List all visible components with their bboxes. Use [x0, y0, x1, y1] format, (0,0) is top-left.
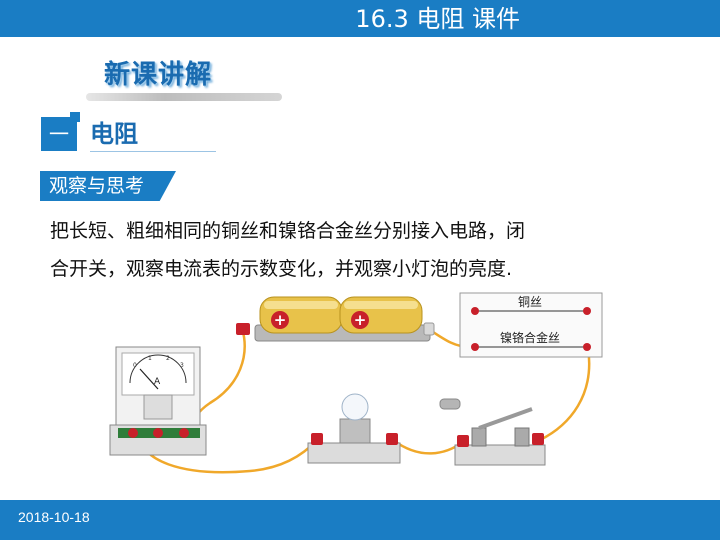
svg-text:2: 2 — [166, 355, 170, 362]
battery-terminal — [423, 322, 435, 336]
section-number-badge: 一 — [41, 117, 77, 151]
battery-plus-symbol: + — [354, 311, 367, 329]
footer-bar — [0, 500, 720, 540]
footer-date: 2018-10-18 — [18, 509, 90, 525]
body-line-1: 把长短、粗细相同的铜丝和镍铬合金丝分别接入电路，闭 — [50, 220, 526, 242]
ammeter: 0 1 2 3 A — [109, 346, 207, 456]
battery-pack: + + — [236, 296, 435, 342]
battery-terminal — [236, 323, 250, 335]
subsection-underline — [90, 151, 216, 152]
battery-plus-icon — [351, 311, 369, 329]
nichrome-wire-label: 镍铬合金丝 — [500, 330, 560, 345]
switch — [439, 398, 546, 466]
observe-think-tag: 观察与思考 — [40, 171, 176, 201]
copper-wire-label: 铜丝 — [518, 294, 542, 309]
svg-text:0: 0 — [133, 362, 137, 369]
light-bulb-icon — [341, 393, 369, 421]
lamp-terminal — [386, 433, 398, 445]
section-underline — [86, 93, 282, 101]
meter-needle — [139, 368, 159, 390]
lamp — [307, 393, 401, 464]
svg-text:3: 3 — [180, 362, 184, 369]
circuit-diagram: + + 铜丝 镍铬合金丝 0 1 2 3 A — [109, 292, 603, 474]
switch-terminal — [457, 435, 469, 447]
section-title: 新课讲解 — [104, 60, 213, 90]
body-paragraph: 把长短、粗细相同的铜丝和镍铬合金丝分别接入电路，闭 合开关，观察电流表的示数变化… — [50, 212, 670, 288]
meter-unit-label: A — [154, 377, 161, 387]
switch-lever — [478, 407, 533, 430]
battery-plus-symbol: + — [274, 311, 287, 329]
body-line-2: 合开关，观察电流表的示数变化，并观察小灯泡的亮度. — [50, 258, 513, 280]
slide-header-title: 16.3 电阻 课件 — [355, 5, 520, 33]
battery-plus-icon — [271, 311, 289, 329]
meter-knob — [143, 394, 173, 420]
switch-terminal — [532, 433, 544, 445]
switch-handle — [439, 398, 461, 410]
lamp-terminal — [311, 433, 323, 445]
subsection-title: 电阻 — [90, 120, 138, 148]
wire-switch-to-board — [538, 346, 591, 442]
wire-lamp-to-switch — [391, 438, 465, 455]
top-header-bar — [0, 0, 720, 37]
resistance-board: 铜丝 镍铬合金丝 — [459, 292, 603, 358]
svg-text:1: 1 — [148, 355, 152, 362]
